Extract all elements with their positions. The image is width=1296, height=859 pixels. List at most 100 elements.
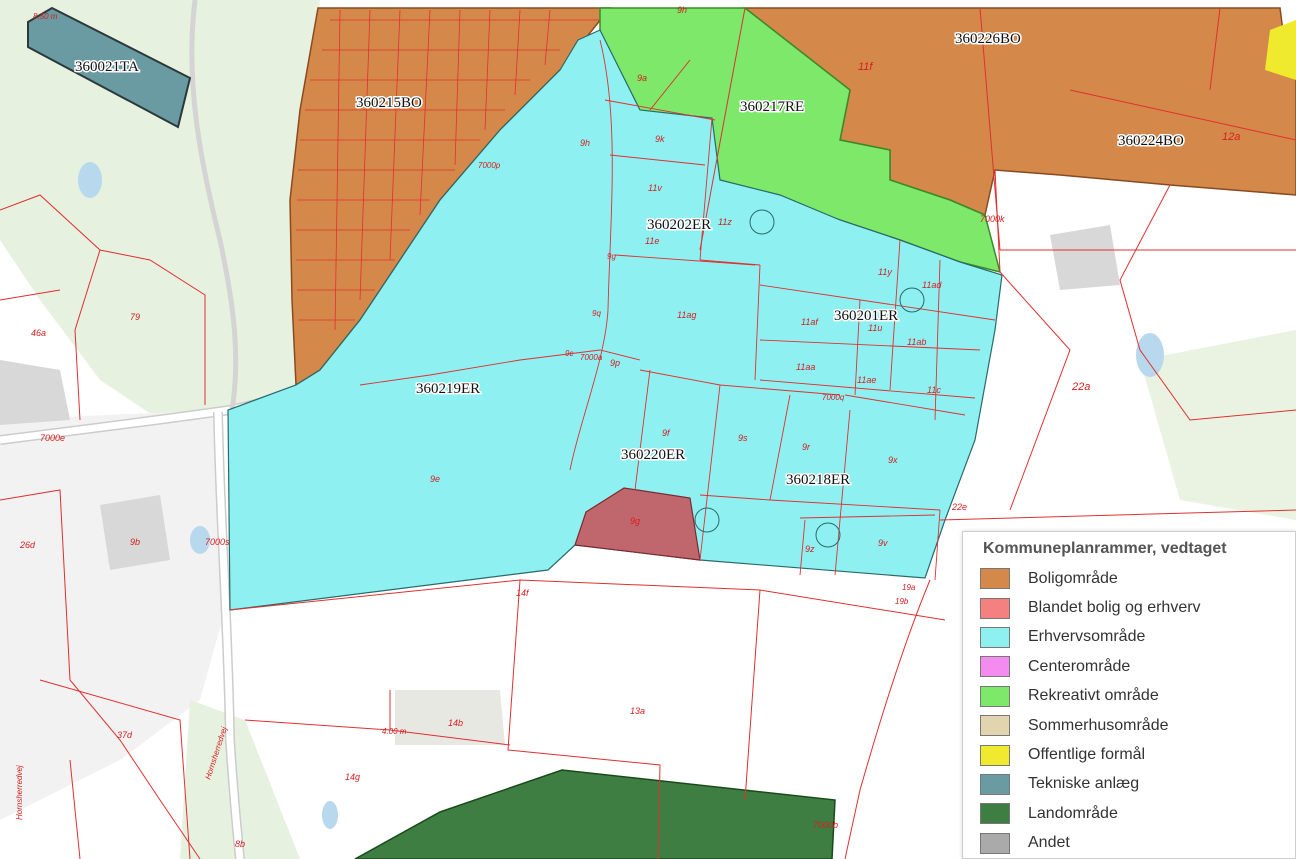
- legend-label: Blandet bolig og erhverv: [1028, 599, 1201, 617]
- sommerhus-plot: [395, 690, 505, 745]
- zone-label-360021TA: 360021TA: [75, 59, 139, 75]
- residential-plots: [296, 9, 600, 331]
- zone-area-360021TA[interactable]: [27, 6, 192, 129]
- parcel-label: 9h: [580, 138, 590, 148]
- erhverv-cul-de-sacs: [694, 209, 925, 548]
- parcel-label: 26d: [19, 540, 36, 550]
- terrain-green-sw: [180, 700, 300, 859]
- parcel-label: 9p: [610, 358, 620, 368]
- pond-s: [322, 801, 338, 829]
- parcel-label: 11aa: [796, 362, 815, 372]
- parcel-label: 9b: [130, 537, 140, 547]
- zone-label-360201ER: 360201ER: [834, 308, 898, 324]
- legend-swatch: [980, 773, 1010, 795]
- parcel-label: 9a: [637, 73, 647, 83]
- parcel-label: 9f: [662, 428, 671, 438]
- legend-item: Centerområde: [963, 652, 1295, 681]
- pond-w: [190, 526, 210, 554]
- parcel-label: 7000k: [980, 214, 1005, 224]
- parcel-label: 7000p: [478, 161, 501, 170]
- zone-label-360219ER: 360219ER: [416, 381, 480, 397]
- parcel-label: 11ad: [922, 280, 942, 290]
- parcel-label: 9v: [878, 538, 888, 548]
- legend-label: Centerområde: [1028, 657, 1131, 675]
- legend-swatch: [980, 685, 1010, 707]
- parcel-label: 79: [130, 312, 140, 322]
- legend-swatch: [980, 656, 1010, 678]
- parcel-label: 7000s: [205, 537, 230, 547]
- zone-label-360224BO: 360224BO: [1118, 133, 1184, 149]
- parcel-label: 14b: [448, 718, 463, 728]
- parcel-label: 9r: [802, 442, 811, 452]
- zone-area-landomrade[interactable]: [354, 769, 836, 859]
- legend-label: Landområde: [1028, 804, 1118, 822]
- zone-label-360217RE: 360217RE: [740, 99, 804, 115]
- legend-swatch: [980, 626, 1010, 648]
- parcel-label: 14f: [516, 588, 530, 598]
- parcel-label: 4.00 m: [382, 727, 407, 736]
- parcel-label: 7000b: [813, 820, 838, 830]
- parcel-label: 9z: [805, 544, 815, 554]
- parcel-label: 7000a: [580, 353, 603, 362]
- legend-swatch: [980, 744, 1010, 766]
- parcel-label: 11c: [927, 385, 941, 395]
- parcel-label: 7000e: [40, 433, 65, 443]
- legend-item: Offentlige formål: [963, 740, 1295, 769]
- parcel-label: 9q: [592, 309, 601, 318]
- legend-label: Boligområde: [1028, 569, 1118, 587]
- parcel-label: 37d: [117, 730, 133, 740]
- legend-label: Sommerhusområde: [1028, 716, 1169, 734]
- parcel-label: 11ag: [677, 310, 696, 320]
- parcel-label: 13a: [630, 706, 645, 716]
- legend-title: Kommuneplanrammer, vedtaget: [983, 540, 1227, 557]
- zone-label-360202ER: 360202ER: [647, 217, 711, 233]
- terrain-grey-sw: [0, 410, 225, 820]
- parcel-label: 8b: [235, 839, 245, 849]
- parcel-labels: 11f 12a 7000k 8.50 m 9h 9a 9k 9h 11v 11e…: [15, 5, 1240, 849]
- parcel-label: 22e: [951, 502, 967, 512]
- parcel-label: 19a: [902, 583, 916, 592]
- legend-item: Boligområde: [963, 564, 1295, 593]
- parcel-label: 9g: [607, 252, 616, 261]
- legend-label: Andet: [1028, 834, 1070, 852]
- zone-area-erhverv[interactable]: [227, 29, 1003, 611]
- parcel-label: 12a: [1222, 131, 1240, 143]
- parcel-label: 11v: [648, 183, 662, 193]
- parcel-label: 9g: [630, 516, 640, 526]
- legend-item: Andet: [963, 829, 1295, 858]
- zone-area-blandet-9g[interactable]: [574, 487, 701, 561]
- legend-item: Blandet bolig og erhverv: [963, 593, 1295, 622]
- parcel-label: 19b: [895, 597, 909, 606]
- legend-item: Rekreativt område: [963, 682, 1295, 711]
- zone-area-offentlige[interactable]: [1265, 20, 1296, 80]
- parcel-label: 14g: [345, 772, 360, 782]
- legend-swatch: [980, 597, 1010, 619]
- parcel-label: 9c: [565, 349, 573, 358]
- zone-label-360226BO: 360226BO: [955, 31, 1021, 47]
- parcel-label: 9s: [738, 433, 748, 443]
- terrain-green-e: [1140, 330, 1296, 520]
- road-name-label-left: Hornsherredvej: [15, 765, 24, 820]
- parcel-label: 7000q: [822, 393, 845, 402]
- legend-swatch: [980, 715, 1010, 737]
- parcel-label: 9h: [677, 5, 687, 15]
- legend-swatch: [980, 832, 1010, 854]
- parcel-label: 11y: [878, 267, 892, 277]
- legend-item: Landområde: [963, 799, 1295, 828]
- path-north: [189, 0, 239, 411]
- legend-item: Erhvervsområde: [963, 623, 1295, 652]
- pond-e: [1136, 333, 1164, 377]
- legend-label: Offentlige formål: [1028, 746, 1146, 764]
- parcel-label: 11ae: [857, 375, 876, 385]
- zone-label-360218ER: 360218ER: [786, 472, 850, 488]
- outer-parcel-lines: [0, 7, 1296, 859]
- parcel-label: 9k: [655, 134, 665, 144]
- parcel-label: 9e: [430, 474, 440, 484]
- parcel-label: 11z: [718, 217, 732, 227]
- zone-label-360220ER: 360220ER: [621, 447, 685, 463]
- parcel-label: 11af: [801, 317, 819, 327]
